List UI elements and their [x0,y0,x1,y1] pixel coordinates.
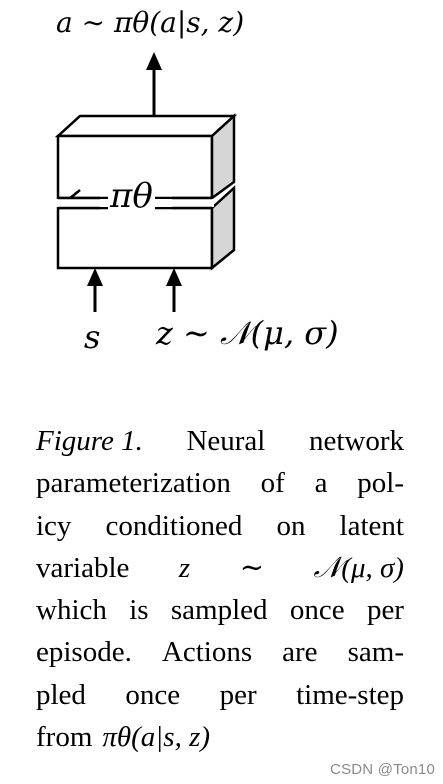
figure-label: Figure 1. [36,425,143,457]
caption-word: sam- [347,636,404,669]
caption-word: sampled [170,594,268,627]
caption-word: on [276,509,306,542]
watermark: CSDN @Ton10 [330,761,435,778]
caption-math: z [178,551,191,584]
caption-word: from [36,721,93,754]
caption-word: icy [36,509,72,542]
caption-word: network [308,425,404,457]
caption-word: Actions [161,636,253,669]
caption-line-4: variable z ∼ 𝒩(μ, σ) [36,547,404,589]
caption-line-8: from πθ(a|s, z) [36,716,404,758]
caption-line-3: icy conditioned on latent [36,505,404,547]
network-label: πθ [108,176,155,216]
figure-caption: Figure 1. Neural network parameterizatio… [36,420,404,758]
caption-word: once [125,678,181,711]
caption-word: time-step [296,678,404,711]
caption-word: which [36,594,107,627]
input-arrow-z [166,268,182,312]
caption-word: a [314,467,328,500]
caption-word: per [366,594,404,627]
caption-line-1: Figure 1. Neural network [36,420,404,462]
caption-math: 𝒩(μ, σ) [313,551,404,584]
caption-line-5: which is sampled once per [36,589,404,631]
caption-word: parameterization [36,467,231,500]
caption-word: per [219,678,257,711]
input-arrow-s [87,268,103,312]
caption-math: ∼ [239,551,264,584]
caption-word: latent [339,509,404,542]
caption-word: once [289,594,345,627]
input-s-label: s [84,318,101,356]
caption-word: pol- [357,467,404,500]
output-action-label: a ∼ πθ(a|s, z) [56,6,245,39]
caption-word: Neural [186,425,266,457]
caption-word: conditioned [105,509,243,542]
caption-word: is [129,594,149,627]
caption-math: πθ(a|s, z) [102,721,211,754]
caption-line-7: pled once per time-step [36,674,404,716]
caption-line-2: parameterization of a pol- [36,462,404,504]
caption-word: pled [36,678,86,711]
caption-word: variable [36,551,130,584]
caption-word: of [260,467,285,500]
caption-line-6: episode. Actions are sam- [36,631,404,673]
input-z-label: z ∼ 𝒩(μ, σ) [156,314,339,352]
output-arrow [146,52,162,116]
caption-word: episode. [36,636,132,669]
policy-network-diagram [54,52,238,312]
caption-word: are [282,636,318,669]
